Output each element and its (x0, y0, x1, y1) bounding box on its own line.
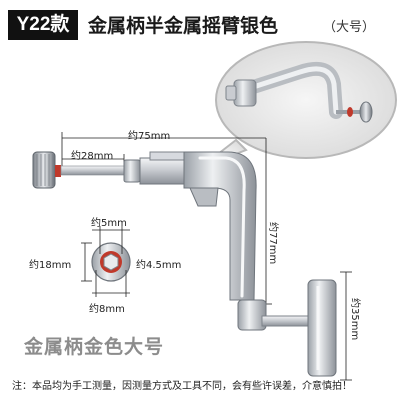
footer-note: 注：本品均为手工测量，因测量方式及工具不同，会有些许误差，介意慎拍！ (12, 381, 352, 392)
dim-hex-4-5: 约4.5mm (136, 260, 182, 271)
dim-inner-5: 约5mm (91, 218, 127, 229)
dim-outer-18: 约18mm (29, 260, 72, 271)
hex-cross-section (81, 226, 131, 297)
dimension-lines (61, 132, 352, 381)
crank-arm (32, 151, 337, 377)
model-badge: Y22款 (8, 10, 78, 40)
inset-photo (199, 41, 397, 169)
dim-length-75: 约75mm (128, 131, 171, 142)
dim-height-77: 约77mm (267, 222, 278, 265)
size-tag: （大号） (323, 20, 376, 35)
dim-handle-35: 约35mm (349, 298, 360, 341)
watermark-text: 金属柄金色大号 (24, 336, 165, 358)
dim-bottom-8: 约8mm (89, 304, 125, 315)
product-title: 金属柄半金属摇臂银色 (88, 15, 279, 37)
dim-length-28: 约28mm (71, 151, 114, 162)
